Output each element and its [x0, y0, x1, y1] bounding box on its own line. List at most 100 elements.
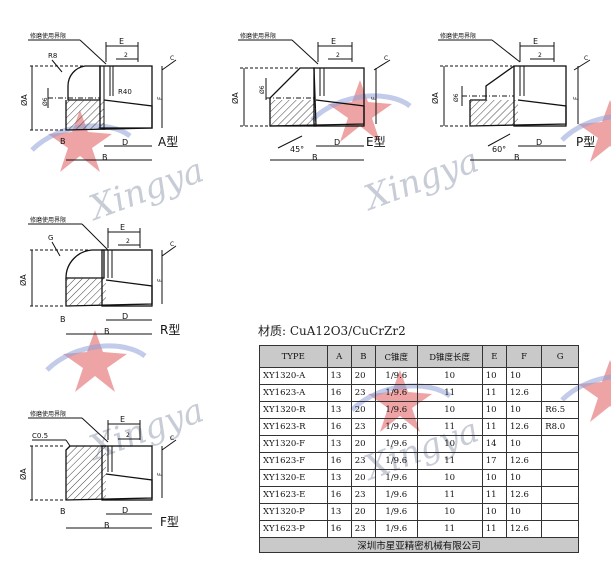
- table-cell-e: 11: [481, 384, 507, 402]
- limit-label: 修磨使用界限: [240, 32, 276, 40]
- table-cell-e: 11: [481, 520, 507, 538]
- limit-label: 修磨使用界限: [30, 32, 66, 40]
- table-cell-a: 16: [326, 452, 352, 470]
- table-cell-c: 1/9.6: [375, 367, 418, 385]
- table-cell-c: 1/9.6: [375, 452, 418, 470]
- dim-b: B: [104, 327, 110, 336]
- dim-2: 2: [538, 52, 542, 59]
- type-e-drawing: 修磨使用界限 E 2 C ØA Ø6 F 45° D B E型: [230, 32, 391, 162]
- type-p-drawing: 修磨使用界限 E 2 C ØA Ø6 F 60° D B P型: [430, 32, 595, 162]
- type-a-drawing: 修磨使用界限 E 2 C R8 R40 ØA Ø6 F D B B A型: [19, 32, 178, 162]
- table-cell-e: 10: [481, 469, 507, 487]
- limit-label: 修磨使用界限: [30, 410, 66, 418]
- table-cell-type: XY1320-R: [259, 401, 328, 419]
- dim-e: E: [119, 37, 124, 46]
- dim-phi-a: ØA: [430, 92, 440, 104]
- dim-g: G: [48, 234, 53, 242]
- table-cell-d: 10: [416, 503, 483, 521]
- table-cell-c: 1/9.6: [375, 469, 418, 487]
- table-cell-c: 1/9.6: [375, 486, 418, 504]
- col-f: F: [505, 345, 543, 368]
- table-cell-d: 10: [416, 401, 483, 419]
- dim-b: B: [104, 521, 110, 530]
- table-cell-f: 10: [505, 469, 543, 487]
- type-p-label: P型: [576, 135, 595, 149]
- table-cell-a: 13: [326, 503, 352, 521]
- watermark-text-1: Xingya: [82, 150, 210, 229]
- table-cell-f: 10: [505, 435, 543, 453]
- table-cell-c: 1/9.6: [375, 435, 418, 453]
- table-cell-type: XY1623-P: [259, 520, 328, 538]
- table-cell-d: 11: [416, 452, 483, 470]
- dim-b: B: [102, 153, 108, 162]
- table-cell-f: 12.6: [505, 520, 543, 538]
- table-cell-d: 10: [416, 435, 483, 453]
- table-cell-b: 20: [350, 503, 377, 521]
- table-cell-g: [541, 520, 579, 538]
- table-cell-e: 11: [481, 418, 507, 436]
- dim-phi-a: ØA: [18, 274, 28, 286]
- table-cell-type: XY1320-A: [259, 367, 328, 385]
- dim-d: D: [122, 506, 128, 515]
- type-r-label: R型: [160, 323, 180, 337]
- table-cell-d: 11: [416, 418, 483, 436]
- dim-c05: C0.5: [32, 432, 48, 440]
- col-c: C锥度: [375, 345, 418, 368]
- table-cell-b: 23: [350, 486, 377, 504]
- table-cell-b: 23: [350, 520, 377, 538]
- table-cell-type: XY1320-P: [259, 503, 328, 521]
- dim-c: C: [584, 55, 588, 62]
- dim-f: F: [157, 472, 164, 476]
- table-cell-f: 12.6: [505, 452, 543, 470]
- table-cell-type: XY1623-E: [259, 486, 328, 504]
- dim-b-left: B: [60, 137, 66, 146]
- dim-f: F: [573, 96, 580, 100]
- table-cell-f: 12.6: [505, 384, 543, 402]
- table-cell-d: 11: [416, 520, 483, 538]
- dim-c: C: [170, 55, 174, 62]
- table-cell-type: XY1623-F: [259, 452, 328, 470]
- dim-phi-a: ØA: [19, 94, 29, 106]
- table-cell-b: 20: [350, 401, 377, 419]
- table-cell-a: 13: [326, 367, 352, 385]
- table-cell-f: 12.6: [505, 418, 543, 436]
- col-d: D锥度长度: [416, 345, 483, 368]
- table-cell-c: 1/9.6: [375, 503, 418, 521]
- dim-2: 2: [126, 432, 130, 439]
- table-cell-b: 23: [350, 384, 377, 402]
- table-cell-e: 10: [481, 503, 507, 521]
- table-cell-a: 13: [326, 435, 352, 453]
- dim-phi-a: ØA: [18, 468, 28, 480]
- table-cell-c: 1/9.6: [375, 384, 418, 402]
- type-r-drawing: 修磨使用界限 E 2 C G ØA F D B B R型: [18, 216, 180, 337]
- type-f-drawing: 修磨使用界限 E 2 C C0.5 ØA F D B B F型: [18, 410, 179, 530]
- table-cell-b: 20: [350, 469, 377, 487]
- dim-phi-a: ØA: [230, 92, 240, 104]
- table-cell-e: 10: [481, 367, 507, 385]
- table-cell-e: 14: [481, 435, 507, 453]
- dim-phi-6: Ø6: [42, 97, 49, 106]
- table-cell-g: [541, 503, 579, 521]
- type-f-label: F型: [160, 515, 179, 529]
- dim-2: 2: [124, 52, 128, 59]
- table-cell-a: 16: [326, 384, 352, 402]
- table-cell-c: 1/9.6: [375, 520, 418, 538]
- table-cell-type: XY1320-E: [259, 469, 328, 487]
- limit-label: 修磨使用界限: [30, 216, 66, 224]
- type-e-label: E型: [366, 135, 386, 149]
- dim-c: C: [384, 55, 388, 62]
- table-cell-type: XY1623-R: [259, 418, 328, 436]
- table-footer-row: 深圳市星亚精密机械有限公司: [259, 537, 579, 553]
- table-cell-g: R6.5: [541, 401, 579, 419]
- table-header-row: TYPE A B C锥度 D锥度长度 E F G: [259, 345, 579, 368]
- dim-phi-6: Ø6: [453, 93, 460, 102]
- dim-e: E: [120, 223, 125, 232]
- watermark-text-2: Xingya: [357, 140, 485, 219]
